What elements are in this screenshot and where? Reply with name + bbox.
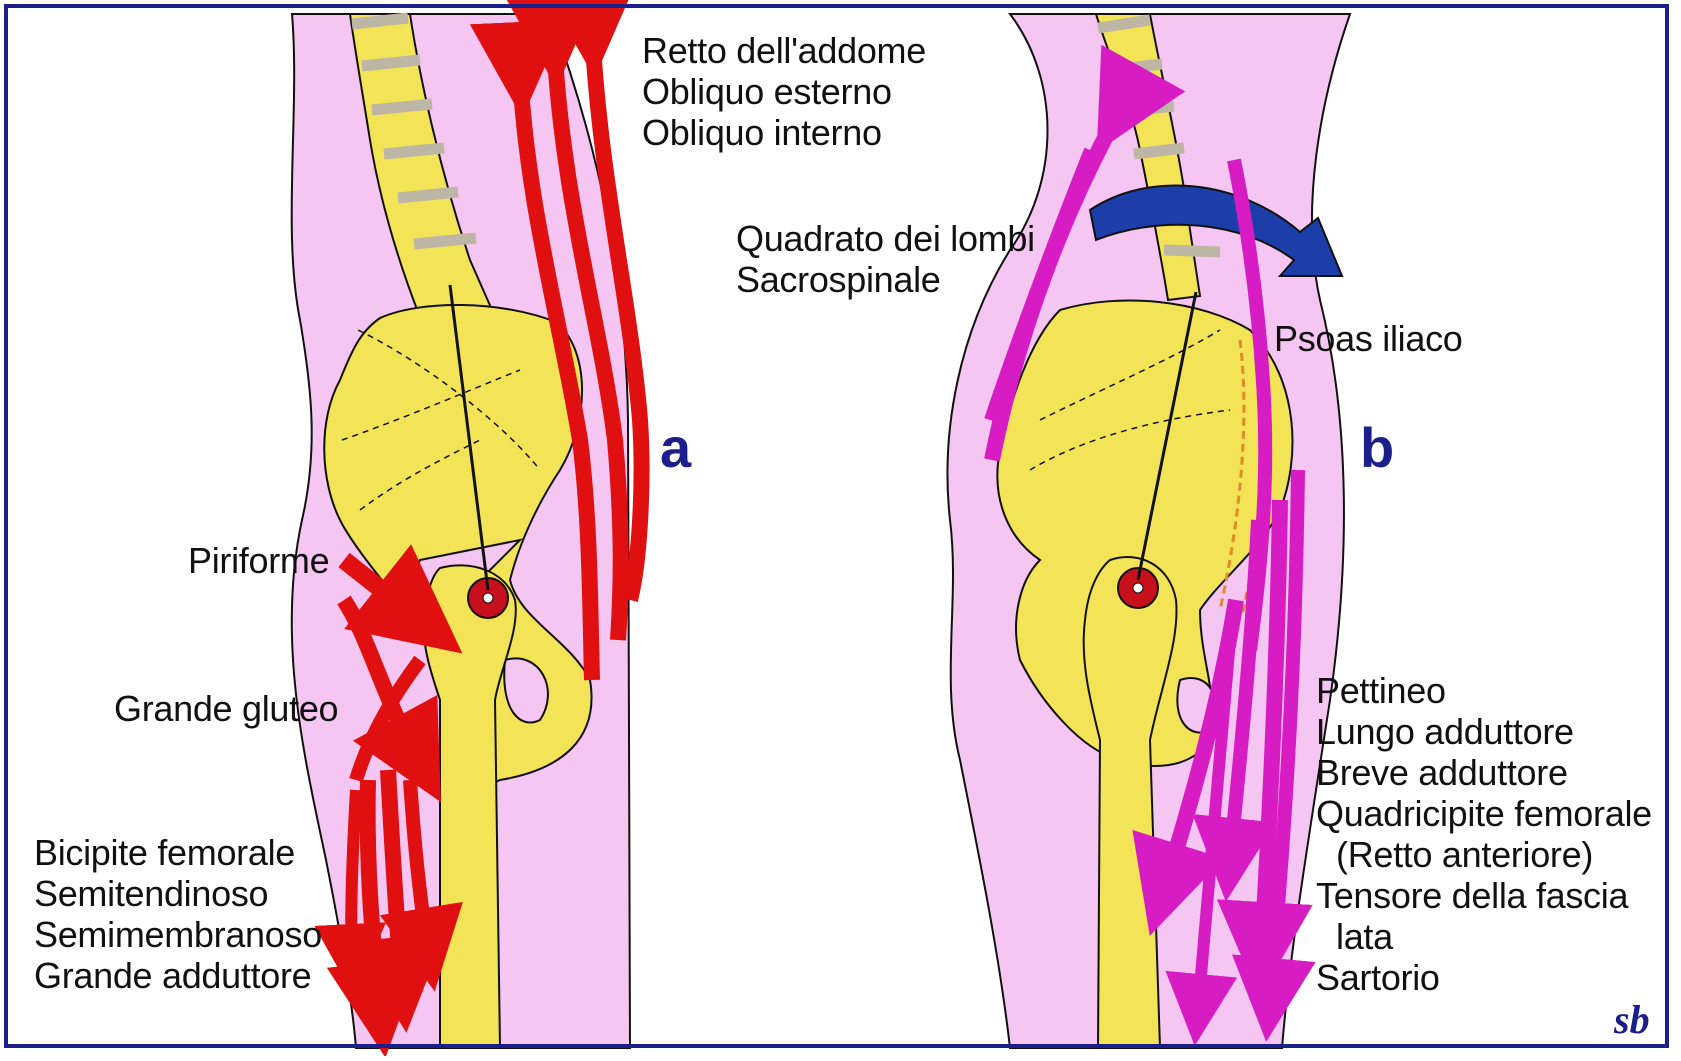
label-semimembranoso: Semimembranoso (34, 914, 322, 955)
label-psoas-iliaco: Psoas iliaco (1274, 318, 1463, 359)
label-grande-adduttore: Grande adduttore (34, 955, 311, 996)
label-sartorio: Sartorio (1316, 957, 1440, 998)
label-lungo-adduttore: Lungo adduttore (1316, 711, 1574, 752)
label-semitendinoso: Semitendinoso (34, 873, 268, 914)
label-piriforme: Piriforme (188, 540, 329, 581)
label-bicipite-femorale: Bicipite femorale (34, 832, 295, 873)
panel-b (948, 14, 1351, 1048)
label-tensore-fascia: Tensore della fascia (1316, 875, 1628, 916)
panel-letter-b: b (1360, 420, 1394, 476)
label-lata: lata (1336, 916, 1393, 957)
label-quadricipite-femorale: Quadricipite femorale (1316, 793, 1652, 834)
label-obliquo-esterno: Obliquo esterno (642, 71, 892, 112)
author-signature: sb (1614, 996, 1650, 1043)
label-quadrato-lombi: Quadrato dei lombi (736, 218, 1035, 259)
panel-letter-a: a (660, 420, 691, 476)
label-breve-adduttore: Breve adduttore (1316, 752, 1568, 793)
label-grande-gluteo: Grande gluteo (114, 688, 338, 729)
label-obliquo-interno: Obliquo interno (642, 112, 882, 153)
label-pettineo: Pettineo (1316, 670, 1446, 711)
label-retto-addome: Retto dell'addome (642, 30, 926, 71)
panel-a (292, 14, 642, 1048)
label-retto-anteriore: (Retto anteriore) (1336, 834, 1593, 875)
label-sacrospinale: Sacrospinale (736, 259, 941, 300)
